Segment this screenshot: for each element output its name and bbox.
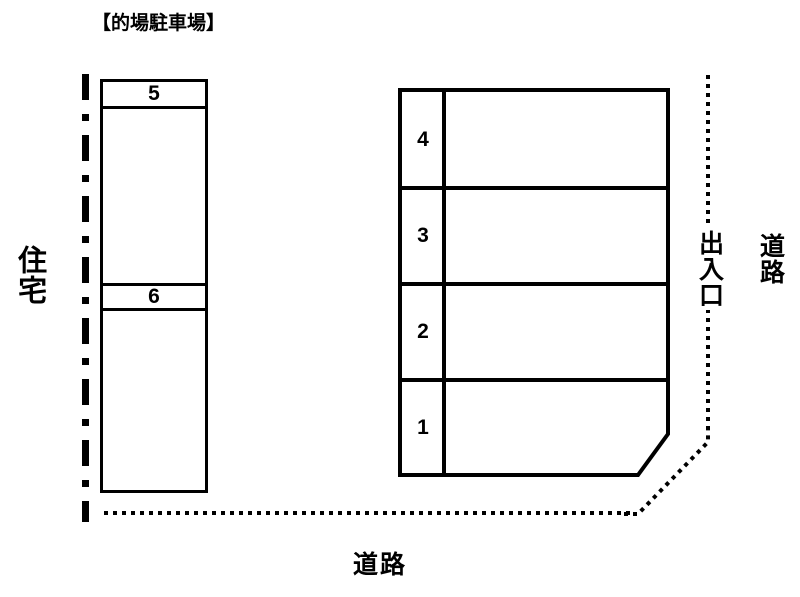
stall-number-label: 4 [417, 128, 429, 151]
parking-stall-5: 5 [103, 82, 205, 109]
parking-stall-2: 2 [402, 284, 444, 380]
stall-number-label: 6 [148, 285, 160, 308]
label-road-right: 道路 [756, 233, 785, 285]
parking-block-right-outline [398, 88, 670, 477]
parking-stall-1: 1 [402, 380, 444, 476]
residence-boundary-line [82, 74, 89, 522]
stall-number-label: 1 [417, 416, 429, 439]
diagonal-road-boundary-line [624, 428, 714, 518]
parking-stall-3: 3 [402, 188, 444, 284]
diagonal-boundary-svg [624, 428, 710, 516]
page-title: 【的場駐車場】 [92, 13, 226, 34]
bottom-road-boundary-line [104, 511, 632, 515]
stall-number-label: 5 [148, 82, 160, 105]
stall-number-label: 2 [417, 320, 429, 343]
label-entrance-exit: 出入口 [695, 228, 724, 310]
stall-number-label: 3 [417, 224, 429, 247]
parking-block-left: 5 6 [100, 79, 208, 493]
parking-block-right: 4 3 2 1 [398, 88, 670, 477]
parking-stall-4: 4 [402, 92, 444, 188]
label-road-bottom: 道路 [353, 551, 408, 579]
label-residence: 住宅 [13, 245, 46, 305]
parking-stall-6: 6 [103, 283, 205, 311]
